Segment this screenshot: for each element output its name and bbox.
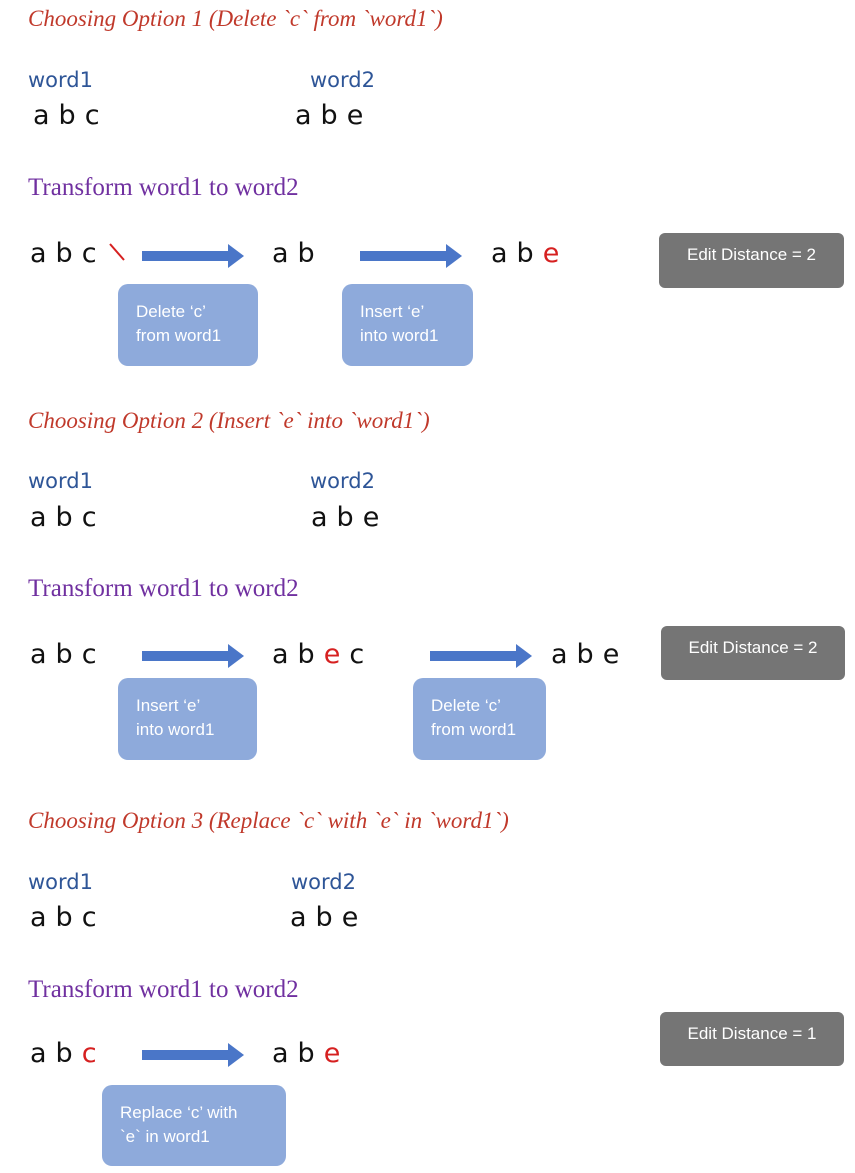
option2-step1-box: Insert ‘e’into word1 [118, 678, 257, 760]
option1-word1-label: word1 [28, 68, 93, 92]
option2-word1-letters: abc [30, 502, 106, 533]
option2-step2-box: Delete ‘c’from word1 [413, 678, 546, 760]
option1-word2-letters: abe [295, 100, 373, 131]
option1-seq-mid: ab [272, 238, 324, 269]
option3-title: Choosing Option 3 (Replace `c` with `e` … [28, 808, 509, 833]
option3-word1-letters: abc [30, 902, 106, 933]
option1-seq-start: abc [30, 238, 106, 269]
option3-word2-label: word2 [291, 870, 356, 894]
deleted-c-letter: c [81, 238, 106, 269]
option1-transform-title: Transform word1 to word2 [28, 174, 299, 201]
option2-seq-end: abe [551, 639, 629, 670]
arrow-right-icon [142, 644, 244, 668]
option3-step1-box: Replace ‘c’ with`e` in word1 [102, 1085, 286, 1166]
option3-edit-distance-badge: Edit Distance = 1 [660, 1012, 844, 1066]
option1-seq-end: abe [491, 238, 569, 269]
option1-title: Choosing Option 1 (Delete `c` from `word… [28, 6, 443, 31]
option2-edit-distance-badge: Edit Distance = 2 [661, 626, 845, 680]
option1-word1-letters: abc [33, 100, 109, 131]
strike-mark [109, 243, 125, 261]
option1-edit-distance-badge: Edit Distance = 2 [659, 233, 844, 288]
option2-word2-label: word2 [310, 469, 375, 493]
arrow-right-icon [142, 244, 244, 268]
option2-title: Choosing Option 2 (Insert `e` into `word… [28, 408, 430, 433]
option3-word1-label: word1 [28, 870, 93, 894]
arrow-right-icon [142, 1043, 244, 1067]
arrow-right-icon [360, 244, 462, 268]
arrow-right-icon [430, 644, 532, 668]
option2-seq-start: abc [30, 639, 106, 670]
option3-seq-end: abe [272, 1038, 350, 1069]
option2-seq-mid: abec [272, 639, 374, 670]
option1-step1-box: Delete ‘c’from word1 [118, 284, 258, 366]
option2-word2-letters: abe [311, 502, 389, 533]
option2-transform-title: Transform word1 to word2 [28, 575, 299, 602]
option3-word2-letters: abe [290, 902, 368, 933]
option3-transform-title: Transform word1 to word2 [28, 976, 299, 1003]
option3-seq-start: abc [30, 1038, 106, 1069]
option2-word1-label: word1 [28, 469, 93, 493]
option1-word2-label: word2 [310, 68, 375, 92]
option1-step2-box: Insert ‘e’into word1 [342, 284, 473, 366]
